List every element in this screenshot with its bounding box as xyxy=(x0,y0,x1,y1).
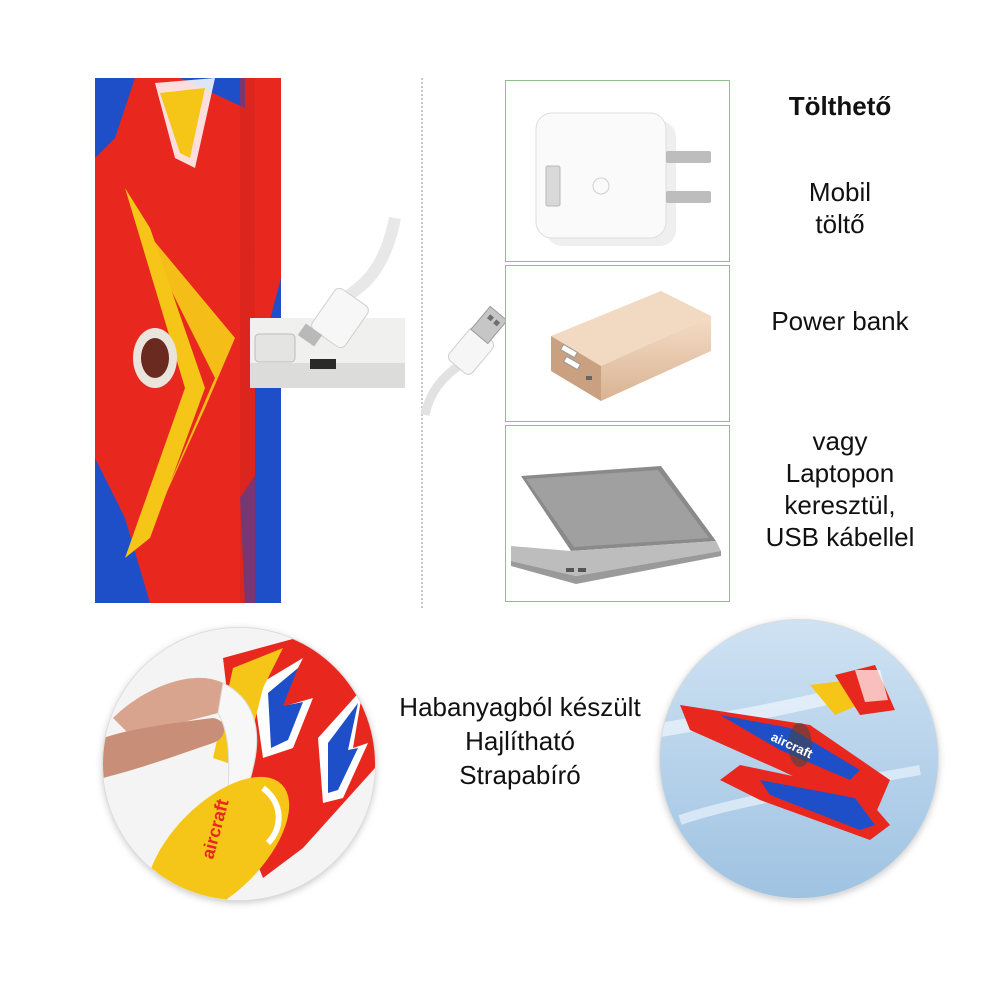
laptop-panel xyxy=(505,425,730,602)
power-bank-panel xyxy=(505,265,730,422)
wall-charger-icon xyxy=(506,81,728,261)
feature-foam: Habanyagból készült xyxy=(399,692,641,722)
option-label-mobile-charger: Mobil töltő xyxy=(808,177,872,239)
feature-bendable: Hajlítható xyxy=(465,726,575,756)
plane-in-flight-photo: aircraft xyxy=(660,620,938,898)
laptop-icon xyxy=(506,426,728,601)
option-label-laptop-usb: vagy Laptopon keresztül, USB kábellel xyxy=(765,426,915,552)
option-label-power-bank: Power bank xyxy=(771,306,909,336)
plane-closeup-photo xyxy=(95,78,405,603)
dotted-divider xyxy=(421,78,423,608)
wall-charger-panel xyxy=(505,80,730,262)
feature-list: Habanyagból készült Hajlítható Strapabír… xyxy=(370,690,670,792)
feature-durable: Strapabíró xyxy=(459,760,581,790)
usb-cable-icon xyxy=(420,300,520,420)
power-bank-icon xyxy=(506,266,728,421)
charging-title: Tölthető xyxy=(788,91,892,121)
foam-wing-photo: aircraft xyxy=(103,628,375,900)
